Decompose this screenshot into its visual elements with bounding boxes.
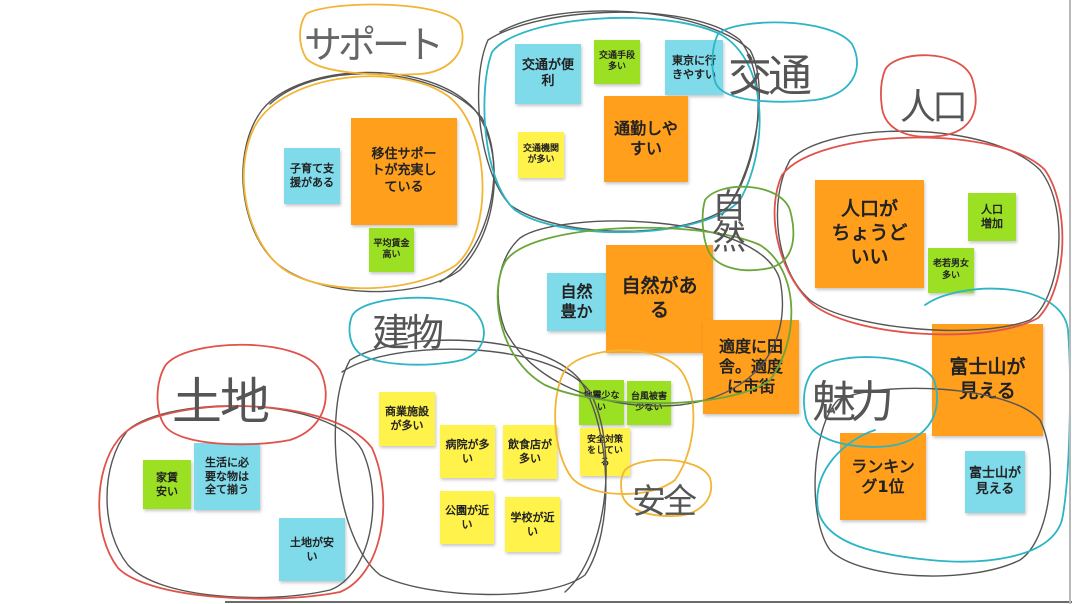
sticky-note[interactable]: 安全対策 をしてい る: [580, 428, 630, 476]
sticky-note[interactable]: 人口が ちょうど いい: [815, 180, 924, 288]
sticky-note[interactable]: 人口 増加: [968, 193, 1016, 241]
label-building: 建物: [372, 311, 444, 355]
sticky-note[interactable]: 病院が多 い: [440, 425, 495, 478]
sticky-note[interactable]: 老若男女 多い: [928, 248, 974, 293]
sticky-note[interactable]: 自然があ る: [606, 245, 713, 353]
sticky-note[interactable]: 移住サポー トが充実し ている: [351, 118, 457, 225]
label-charm: 魅力: [812, 377, 894, 428]
sticky-note[interactable]: 家賃 安い: [143, 460, 191, 509]
sticky-note[interactable]: 自然 豊か: [547, 273, 606, 331]
sticky-note[interactable]: 通勤しや すい: [604, 96, 688, 182]
label-nature: 自然: [712, 187, 746, 258]
sticky-note[interactable]: 交通手段 多い: [594, 40, 640, 84]
sticky-note[interactable]: 生活に必 要な物は 全て揃う: [194, 443, 260, 510]
sticky-note[interactable]: 子育て支 援がある: [284, 148, 340, 204]
label-support: サポート: [304, 23, 444, 67]
sticky-note[interactable]: 平均賃金 高い: [369, 228, 414, 272]
sticky-note[interactable]: ランキン グ1位: [840, 433, 926, 520]
bottom-divider: [225, 601, 1072, 603]
right-edge-divider: [1069, 0, 1071, 604]
sticky-note[interactable]: 公園が近 い: [440, 491, 494, 544]
sticky-note[interactable]: 飲食店が 多い: [503, 425, 557, 479]
sticky-note[interactable]: 地震少な い: [579, 380, 624, 425]
sticky-note[interactable]: 交通機関 が多い: [518, 132, 564, 178]
sticky-note[interactable]: 台風被害 少ない: [627, 381, 671, 425]
sticky-note[interactable]: 富士山が 見える: [965, 451, 1025, 513]
sticky-note[interactable]: 適度に田 舎。適度 に市街: [703, 320, 799, 414]
label-population: 人口: [900, 87, 968, 128]
sticky-note[interactable]: 商業施設 が多い: [379, 392, 435, 446]
sticky-note[interactable]: 学校が近 い: [505, 497, 560, 552]
sticky-note[interactable]: 東京に行 きやすい: [665, 40, 723, 95]
label-transport: 交通: [728, 51, 812, 102]
label-land: 土地: [172, 373, 270, 431]
sticky-note[interactable]: 交通が便 利: [515, 44, 581, 104]
sticky-note[interactable]: 富士山が 見える: [932, 324, 1043, 436]
sticky-note[interactable]: 土地が安 い: [279, 518, 345, 581]
label-safety: 安全: [632, 482, 697, 522]
